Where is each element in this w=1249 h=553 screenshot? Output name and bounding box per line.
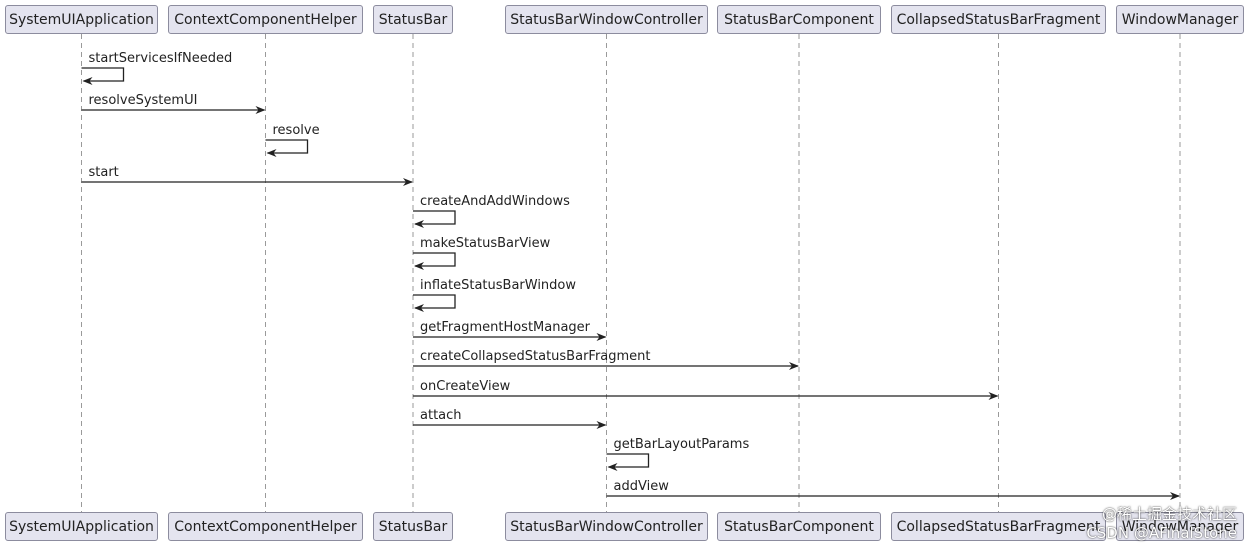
message-label-10: attach	[420, 408, 462, 423]
participant-top-6: WindowManager	[1116, 5, 1244, 34]
message-label-9: onCreateView	[420, 379, 511, 394]
participant-bottom-4: StatusBarComponent	[717, 512, 881, 541]
participant-top-5: CollapsedStatusBarFragment	[891, 5, 1106, 34]
participant-bottom-1: ContextComponentHelper	[168, 512, 363, 541]
message-label-7: getFragmentHostManager	[420, 320, 591, 335]
message-label-11: getBarLayoutParams	[614, 437, 750, 452]
message-label-2: resolve	[273, 123, 320, 138]
message-label-4: createAndAddWindows	[420, 194, 570, 209]
self-message-arrow-0	[81, 67, 125, 85]
message-label-3: start	[89, 165, 119, 180]
participant-bottom-2: StatusBar	[373, 512, 453, 541]
participant-top-3: StatusBarWindowController	[505, 5, 708, 34]
participant-bottom-0: SystemUIApplication	[5, 512, 158, 541]
participant-bottom-6: WindowManager	[1116, 512, 1244, 541]
message-label-6: inflateStatusBarWindow	[420, 278, 576, 293]
self-message-arrow-6	[413, 294, 456, 312]
participant-bottom-3: StatusBarWindowController	[505, 512, 708, 541]
message-label-8: createCollapsedStatusBarFragment	[420, 349, 651, 364]
message-label-1: resolveSystemUI	[89, 93, 198, 108]
self-message-arrow-11	[606, 453, 650, 471]
participant-bottom-5: CollapsedStatusBarFragment	[891, 512, 1106, 541]
message-label-5: makeStatusBarView	[420, 236, 551, 251]
participant-top-2: StatusBar	[373, 5, 453, 34]
message-label-0: startServicesIfNeeded	[89, 51, 233, 66]
self-message-arrow-5	[413, 252, 456, 270]
message-label-12: addView	[614, 479, 670, 494]
self-message-arrow-2	[265, 139, 309, 157]
self-message-arrow-4	[413, 210, 456, 228]
watermark-juejin: @稀土掘金技术社区	[1101, 505, 1237, 523]
participant-top-1: ContextComponentHelper	[168, 5, 363, 34]
participant-top-4: StatusBarComponent	[717, 5, 881, 34]
watermark-csdn: CSDN @AFinalStone	[1086, 524, 1237, 542]
participant-top-0: SystemUIApplication	[5, 5, 158, 34]
